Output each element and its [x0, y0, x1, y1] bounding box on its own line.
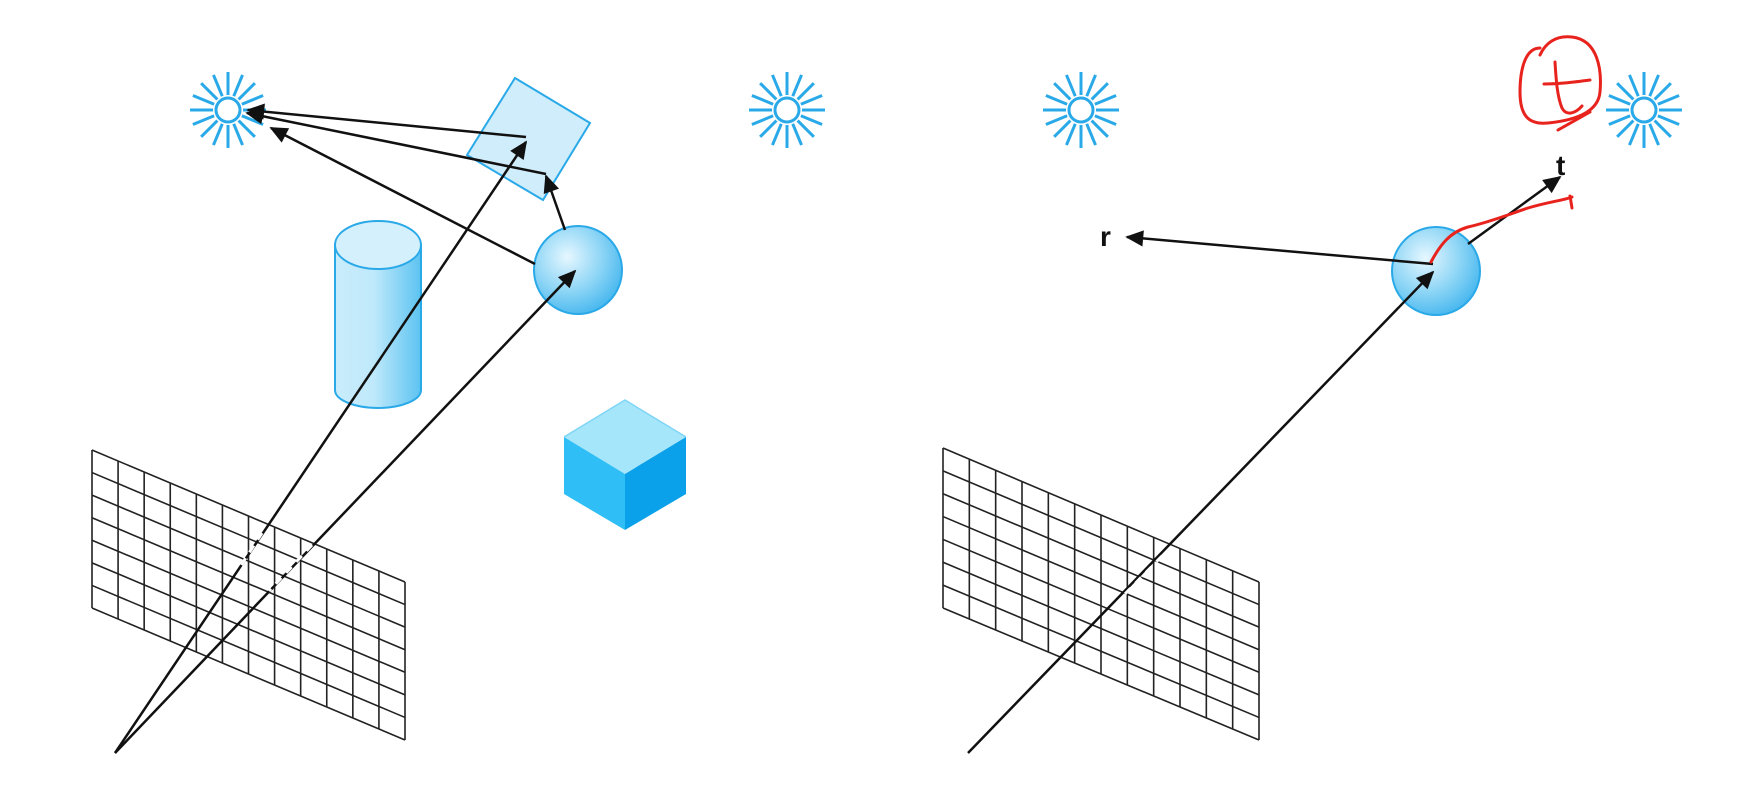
rays — [113, 103, 577, 754]
transmitted-ray-label: t — [1556, 150, 1565, 181]
ray-eye-to-mirror — [113, 140, 528, 754]
ray-eye-to-sphere — [114, 269, 577, 754]
cube — [563, 399, 687, 530]
light-source-icon — [1043, 72, 1119, 148]
transmitted-ray — [1467, 175, 1562, 246]
ray-sphere-to-mirror — [543, 174, 567, 231]
light-source-icon — [1606, 72, 1682, 148]
ray-eye-to-sphere — [967, 270, 1435, 754]
image-plane-grid — [91, 449, 406, 741]
handwritten-annotation — [1429, 35, 1602, 264]
hidden-ray-segments — [236, 532, 314, 593]
cylinder — [334, 220, 422, 409]
ray-mirror-bounce-to-light — [245, 108, 547, 176]
light-source-icon — [749, 72, 825, 148]
image-plane-grid — [942, 447, 1260, 741]
reflected-ray-label: r — [1100, 221, 1111, 252]
rays — [967, 175, 1562, 754]
hidden-ray-segments — [1121, 554, 1164, 598]
reflected-ray — [1125, 230, 1434, 266]
ray-mirror-to-light — [246, 103, 527, 139]
mirror-plane — [465, 76, 592, 202]
left-panel-scene — [91, 72, 825, 754]
ray-sphere-to-light — [269, 126, 536, 266]
right-panel-scene: r t — [942, 35, 1682, 754]
